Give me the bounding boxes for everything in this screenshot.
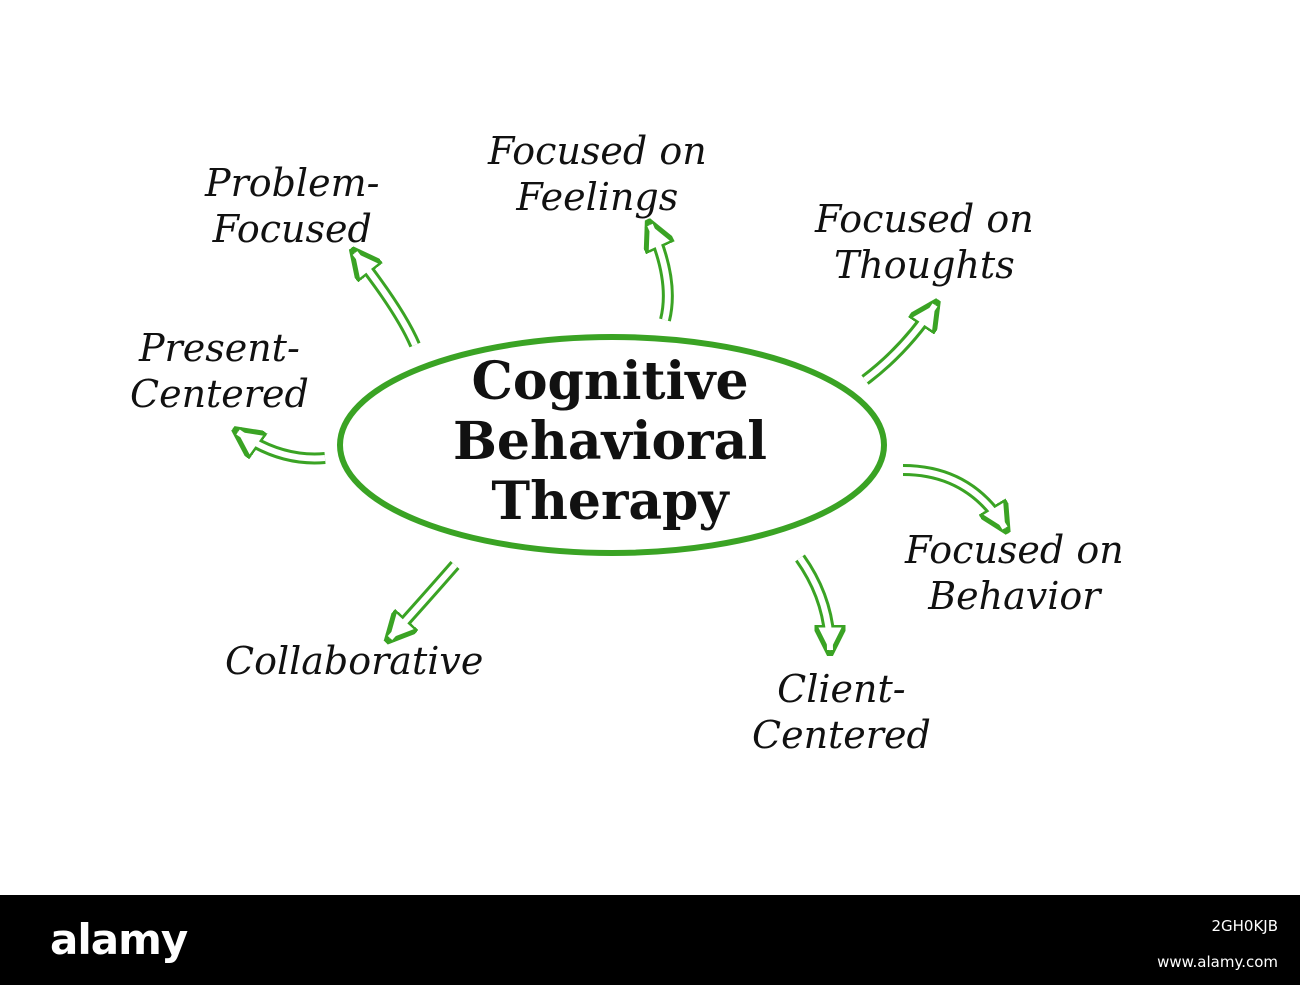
center-title: Cognitive Behavioral Therapy (350, 352, 870, 532)
node-focused-on-thoughts-line1: Focused on (815, 197, 1034, 241)
image-id: 2GH0KJB (1211, 917, 1278, 935)
node-focused-on-thoughts: Focused on Thoughts (815, 196, 1034, 288)
diagram-graphics (0, 0, 1300, 895)
center-title-line1: Cognitive (471, 351, 749, 412)
center-title-line2: Behavioral (452, 411, 768, 472)
node-problem-focused-line2: Focused (212, 207, 372, 251)
arrows-group (238, 225, 1005, 650)
node-present-centered-line2: Centered (130, 372, 309, 416)
arrow-focused-on-feelings (650, 225, 668, 322)
node-focused-on-feelings-line2: Feelings (516, 175, 679, 219)
arrow-client-centered (795, 554, 830, 650)
node-focused-on-behavior-line2: Behavior (928, 574, 1101, 618)
arrow-focused-on-thoughts (861, 305, 935, 385)
stock-info: 2GH0KJB www.alamy.com (1157, 908, 1278, 980)
node-present-centered: Present- Centered (130, 325, 309, 417)
node-client-centered: Client- Centered (752, 666, 931, 758)
diagram-canvas (0, 0, 1300, 895)
node-client-centered-line1: Client- (777, 667, 906, 711)
node-problem-focused-line1: Problem- (205, 161, 380, 205)
node-focused-on-behavior: Focused on Behavior (905, 527, 1124, 619)
node-focused-on-thoughts-line2: Thoughts (833, 243, 1015, 287)
website-link[interactable]: www.alamy.com (1157, 953, 1278, 971)
central-ellipse (337, 334, 887, 556)
node-focused-on-feelings: Focused on Feelings (488, 128, 707, 220)
node-collaborative-line1: Collaborative (225, 639, 484, 683)
center-title-line3: Therapy (491, 471, 729, 532)
arrow-collaborative (390, 561, 460, 638)
node-focused-on-behavior-line1: Focused on (905, 528, 1124, 572)
node-problem-focused: Problem- Focused (205, 160, 379, 252)
arrow-present-centered (238, 432, 326, 465)
arrow-focused-on-behavior (902, 464, 1005, 528)
arrow-problem-focused (355, 253, 421, 348)
node-collaborative: Collaborative (225, 638, 483, 684)
footer-bar: alamy 2GH0KJB www.alamy.com (0, 895, 1300, 985)
node-client-centered-line2: Centered (752, 713, 931, 757)
node-focused-on-feelings-line1: Focused on (488, 129, 707, 173)
brand-logo: alamy (50, 915, 188, 964)
node-present-centered-line1: Present- (138, 326, 300, 370)
